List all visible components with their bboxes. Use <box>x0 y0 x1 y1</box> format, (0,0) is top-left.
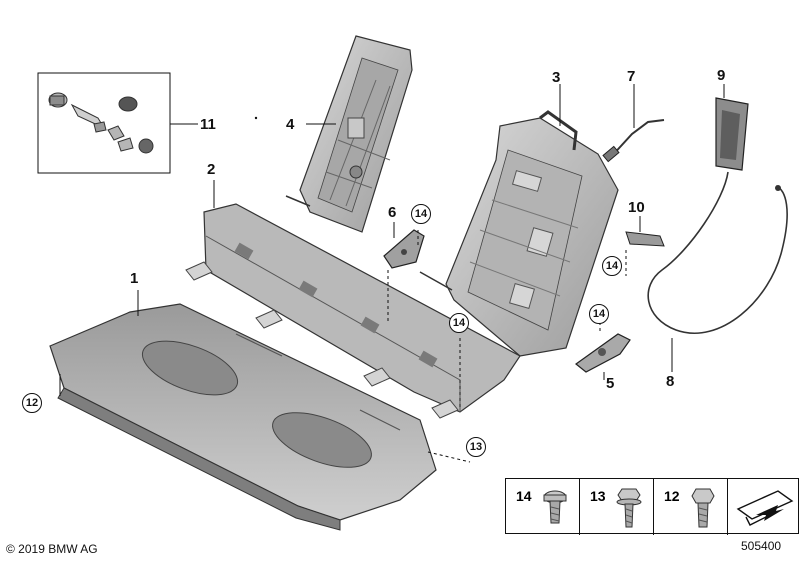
torx-screw-icon <box>543 490 567 524</box>
bowden-cable-8 <box>647 171 788 372</box>
flange-bolt-icon <box>616 488 642 528</box>
locking-cylinder-parts <box>48 92 154 154</box>
circled-label-12: 12 <box>22 393 42 413</box>
part-label-7: 7 <box>627 68 636 85</box>
part-label-4: 4 <box>286 116 295 133</box>
cross-member-2 <box>185 180 521 419</box>
circled-label-14-b: 14 <box>449 313 469 333</box>
fastener-label-14: 14 <box>516 488 532 504</box>
release-lock-9 <box>715 84 749 171</box>
hex-bolt-icon <box>691 488 715 528</box>
fastener-cell-direction <box>728 479 800 535</box>
circled-label-13: 13 <box>466 437 486 457</box>
part-label-5: 5 <box>606 375 615 392</box>
part-label-8: 8 <box>666 373 675 390</box>
part-label-1: 1 <box>130 270 139 287</box>
circled-label-14-a: 14 <box>411 204 431 224</box>
group-box-11 <box>37 72 198 174</box>
diagram-number: 505400 <box>741 539 782 553</box>
bowden-cable-7 <box>602 84 665 163</box>
fastener-label-12: 12 <box>664 488 680 504</box>
fastener-cell-13: 13 <box>580 479 654 535</box>
part-label-9: 9 <box>717 67 726 84</box>
part-label-2: 2 <box>207 161 216 178</box>
seat-base-trim-1 <box>49 290 471 531</box>
circled-label-14-d: 14 <box>589 304 609 324</box>
direction-arrow-icon <box>736 490 794 526</box>
part-label-3: 3 <box>552 69 561 86</box>
hinge-5 <box>575 322 631 380</box>
bracket-6 <box>383 222 425 269</box>
circled-label-14-c: 14 <box>602 256 622 276</box>
seat-frame-4 <box>285 35 413 233</box>
backrest-frame-3 <box>419 84 619 357</box>
fastener-legend: 14 13 12 <box>505 478 800 535</box>
part-label-6: 6 <box>388 204 397 221</box>
part-label-10: 10 <box>628 199 645 216</box>
part-label-11: 11 <box>200 116 216 133</box>
bracket-10 <box>625 216 665 276</box>
fastener-cell-12: 12 <box>654 479 728 535</box>
fastener-cell-14: 14 <box>506 479 580 535</box>
fastener-label-13: 13 <box>590 488 606 504</box>
copyright-text: © 2019 BMW AG <box>6 542 98 556</box>
